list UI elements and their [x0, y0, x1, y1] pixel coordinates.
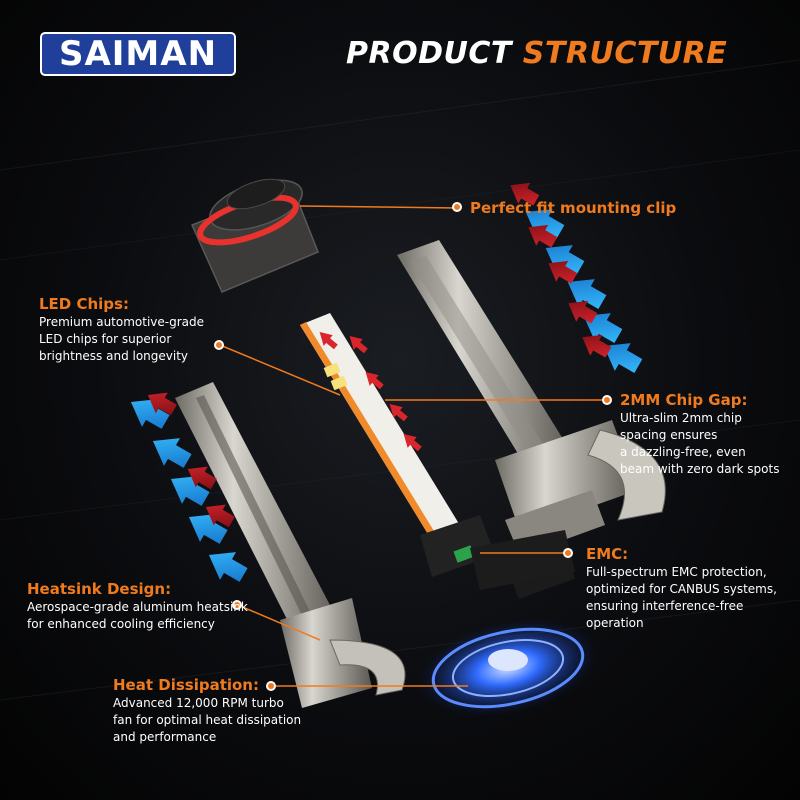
- callout-line: Aerospace-grade aluminum heatsink: [27, 600, 248, 614]
- leader-line-mounting-clip: [299, 205, 459, 209]
- callout-title-mounting-clip: Perfect fit mounting clip: [470, 199, 677, 217]
- brand-logo: SAIMAN: [40, 32, 236, 76]
- callout-body-heat-dissipation: Advanced 12,000 RPM turbo fan for optima…: [113, 695, 301, 746]
- callout-title-emc: EMC:: [586, 545, 629, 563]
- callout-led-chips: LED Chips: Premium automotive-grade LED …: [39, 294, 204, 365]
- leader-line-led-chips: [219, 344, 341, 396]
- airflow-arrows-right: [510, 182, 643, 373]
- callout-title-heat-dissipation: Heat Dissipation:: [113, 676, 259, 694]
- callout-line: LED chips for superior: [39, 332, 172, 346]
- callout-line: Full-spectrum EMC protection,: [586, 565, 767, 579]
- callout-title-heatsink: Heatsink Design:: [27, 580, 172, 598]
- callout-line: Ultra-slim 2mm chip: [620, 411, 742, 425]
- left-bulb-graphic: [175, 382, 406, 708]
- callout-line: Advanced 12,000 RPM turbo: [113, 696, 284, 710]
- callout-line: beam with zero dark spots: [620, 462, 780, 476]
- leader-line-heatsink: [237, 604, 321, 641]
- brand-logo-text: SAIMAN: [58, 34, 218, 74]
- airflow-arrows-left: [130, 392, 248, 582]
- led-board-graphic: [300, 313, 575, 590]
- callout-dot-mounting-clip: [452, 202, 462, 212]
- callout-dot-chip-gap: [602, 395, 612, 405]
- cooling-fan-graphic: [417, 619, 599, 717]
- mounting-clip-graphic: [190, 178, 319, 293]
- callout-line: spacing ensures: [620, 428, 718, 442]
- callout-title-led-chips: LED Chips:: [39, 295, 129, 313]
- callout-heatsink: Heatsink Design: Aerospace-grade aluminu…: [27, 579, 248, 633]
- callout-line: a dazzling-free, even: [620, 445, 746, 459]
- callout-dot-heatsink: [232, 600, 242, 610]
- callout-line: Premium automotive-grade: [39, 315, 205, 329]
- callout-dot-heat-dissipation: [266, 681, 276, 691]
- callout-dot-emc: [563, 548, 573, 558]
- callout-line: brightness and longevity: [39, 349, 189, 363]
- callout-body-chip-gap: Ultra-slim 2mm chip spacing ensures a da…: [620, 410, 779, 478]
- page-title: PRODUCT STRUCTURE: [346, 36, 727, 71]
- page-title-word-product: PRODUCT: [346, 36, 512, 71]
- callout-line: operation: [586, 616, 644, 630]
- callout-emc: EMC: Full-spectrum EMC protection, optim…: [586, 544, 777, 632]
- callout-line: for enhanced cooling efficiency: [27, 617, 215, 631]
- callout-body-led-chips: Premium automotive-grade LED chips for s…: [39, 314, 204, 365]
- callout-line: ensuring interference-free: [586, 599, 744, 613]
- callout-chip-gap: 2MM Chip Gap: Ultra-slim 2mm chip spacin…: [620, 390, 779, 478]
- leader-lines: [219, 205, 606, 687]
- callout-heat-dissipation: Heat Dissipation: Advanced 12,000 RPM tu…: [113, 675, 301, 746]
- logo-badge-shape: [40, 32, 236, 76]
- page-title-word-structure: STRUCTURE: [522, 36, 728, 71]
- callout-line: optimized for CANBUS systems,: [586, 582, 777, 596]
- callout-dot-led-chips: [214, 340, 224, 350]
- callout-line: and performance: [113, 730, 217, 744]
- callout-mounting-clip: Perfect fit mounting clip: [470, 198, 676, 218]
- callout-body-emc: Full-spectrum EMC protection, optimized …: [586, 564, 777, 632]
- callout-line: fan for optimal heat dissipation: [113, 713, 302, 727]
- callout-title-chip-gap: 2MM Chip Gap:: [620, 391, 748, 409]
- callout-body-heatsink: Aerospace-grade aluminum heatsink for en…: [27, 599, 248, 633]
- heat-arrows-board: [319, 332, 422, 452]
